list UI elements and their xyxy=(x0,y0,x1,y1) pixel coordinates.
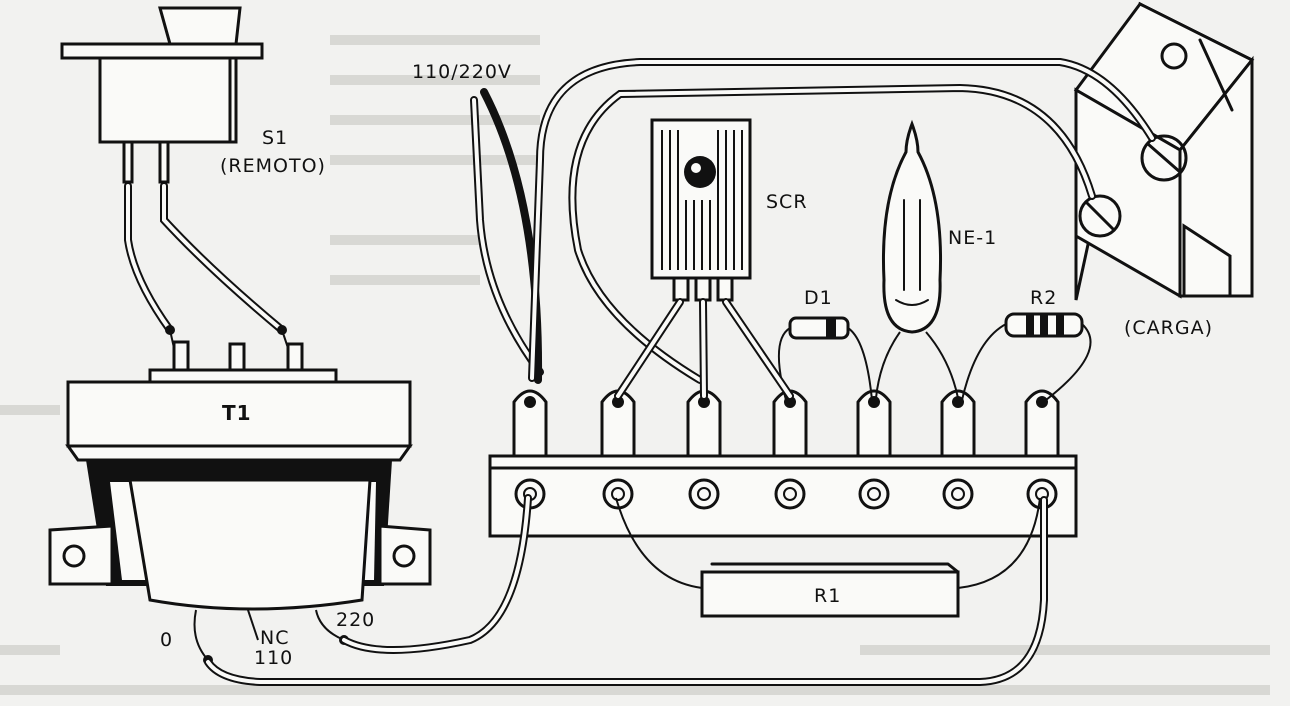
label-d1: D1 xyxy=(804,287,833,309)
terminal-screw xyxy=(602,478,634,510)
terminal-screw-head xyxy=(697,487,711,501)
terminal-lug xyxy=(1024,389,1060,458)
label-scr: SCR xyxy=(766,191,808,213)
terminal-screw-head xyxy=(867,487,881,501)
lug-solder-point xyxy=(868,396,880,408)
label-s1-remoto: (REMOTO) xyxy=(220,155,326,177)
terminal-screw xyxy=(688,478,720,510)
diode-d1 xyxy=(777,316,873,401)
terminal-strip xyxy=(488,454,1078,538)
terminal-screw xyxy=(774,478,806,510)
terminal-screw-head xyxy=(783,487,797,501)
lug-solder-point xyxy=(1036,396,1048,408)
terminal-screw-head xyxy=(611,487,625,501)
scr xyxy=(650,118,752,302)
main-wiring xyxy=(204,58,1156,686)
terminal-lugs xyxy=(512,389,1060,510)
terminal-lug xyxy=(512,389,548,458)
load-socket xyxy=(1073,1,1255,301)
lug-solder-point xyxy=(698,396,710,408)
lug-solder-point xyxy=(524,396,536,408)
resistor-r2 xyxy=(961,312,1092,401)
neon-leads xyxy=(875,331,959,399)
terminal-screw xyxy=(858,478,890,510)
terminal-screw xyxy=(942,478,974,510)
label-tap-110: 110 xyxy=(254,647,293,669)
transformer-t1 xyxy=(48,340,432,611)
lug-solder-point xyxy=(952,396,964,408)
label-tap-220: 220 xyxy=(336,609,375,631)
label-tap-nc: NC xyxy=(260,627,289,649)
terminal-lug xyxy=(940,389,976,458)
label-r1: R1 xyxy=(814,585,841,607)
switch-s1 xyxy=(60,6,264,184)
label-ne1: NE-1 xyxy=(948,227,997,249)
resistor-r1 xyxy=(615,497,1041,618)
label-t1: T1 xyxy=(222,401,252,425)
terminal-lug xyxy=(772,389,808,458)
switch-leads xyxy=(124,182,295,367)
label-r2: R2 xyxy=(1030,287,1057,309)
terminal-screw-head xyxy=(951,487,965,501)
label-tap-0: 0 xyxy=(160,629,173,651)
lug-solder-point xyxy=(784,396,796,408)
labels: S1 (REMOTO) 110/220V SCR NE-1 D1 R2 (CAR… xyxy=(160,61,1213,669)
label-supply: 110/220V xyxy=(412,61,512,83)
neon-lamp-ne1 xyxy=(882,119,942,334)
lug-solder-point xyxy=(612,396,624,408)
label-carga: (CARGA) xyxy=(1124,317,1213,339)
label-s1: S1 xyxy=(262,127,288,149)
background-texture xyxy=(0,35,1270,695)
